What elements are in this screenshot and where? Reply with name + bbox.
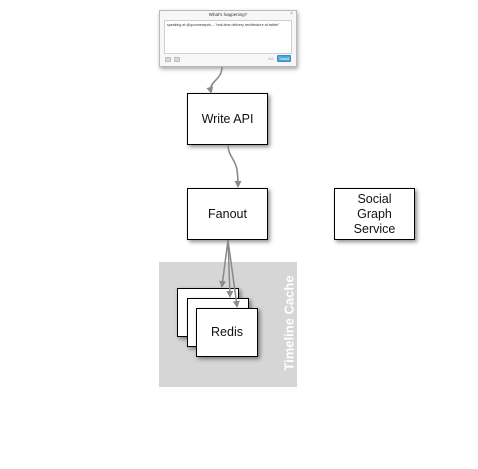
camera-icon[interactable] [165, 57, 171, 62]
character-counter: 64 [268, 56, 273, 61]
social-graph-service-node: Social Graph Service [334, 188, 415, 240]
dialog-title: What's happening? [208, 12, 248, 17]
tweet-text: speaking at @qconnewyork – "real-time de… [167, 23, 280, 27]
arrow-fanout-to-redis-2 [226, 239, 234, 298]
fanout-node: Fanout [187, 188, 268, 240]
close-icon[interactable]: × [290, 11, 293, 17]
social-graph-service-label: Social Graph Service [353, 191, 396, 236]
location-icon[interactable] [174, 57, 180, 62]
fanout-label: Fanout [208, 206, 247, 221]
arrow-fanout-to-redis-3 [227, 239, 240, 308]
redis-label: Redis [211, 325, 243, 339]
write-api-label: Write API [201, 111, 254, 126]
arrow-fanout-to-redis-1 [219, 239, 229, 288]
redis-node-front: Redis [196, 308, 258, 357]
arrow-write-api-to-fanout [227, 144, 242, 188]
write-api-node: Write API [187, 93, 268, 145]
tweet-compose-dialog: What's happening? × speaking at @qconnew… [159, 10, 297, 67]
arrow-dialog-to-write-api [206, 66, 223, 94]
tweet-button[interactable]: Tweet [277, 55, 291, 62]
tweet-textarea[interactable]: speaking at @qconnewyork – "real-time de… [164, 20, 292, 54]
